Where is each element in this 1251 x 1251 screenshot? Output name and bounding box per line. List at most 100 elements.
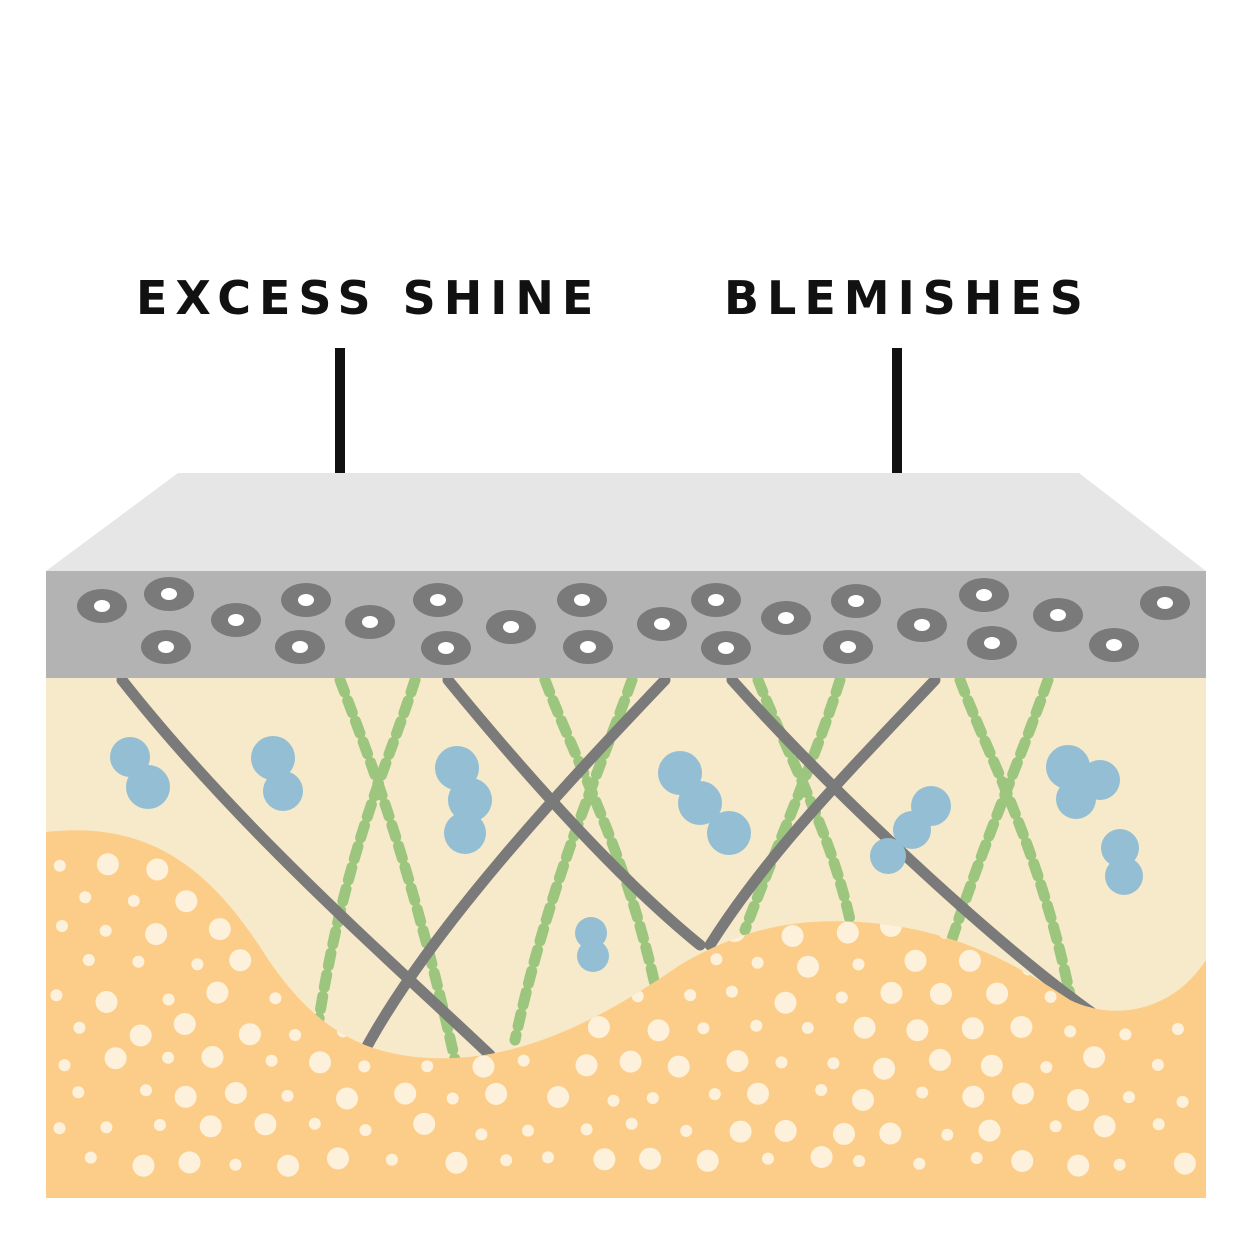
cell-nucleus [778, 612, 794, 624]
cell-nucleus [1106, 639, 1122, 651]
fat-dot [281, 1089, 294, 1102]
fat-dot [104, 1047, 127, 1070]
fat-dot [73, 1021, 86, 1034]
blemish-dot [126, 765, 170, 809]
fat-dot [696, 1149, 719, 1172]
fat-dot [646, 1092, 659, 1105]
fat-dot [750, 1019, 763, 1032]
cell-nucleus [228, 614, 244, 626]
blemish-particles [110, 736, 1143, 972]
fat-dot [929, 982, 952, 1005]
fat-dot [140, 1084, 152, 1097]
fat-dot [542, 1151, 554, 1164]
fat-dot [224, 1082, 247, 1104]
fat-dot [916, 1086, 929, 1099]
fat-dot [178, 1151, 201, 1174]
cell-nucleus [984, 637, 1000, 649]
blemishes-label: BLEMISHES [724, 271, 1091, 325]
fat-dot [191, 958, 204, 971]
cell-nucleus [848, 595, 864, 607]
fat-dot [625, 1117, 638, 1130]
fat-dot [358, 1060, 371, 1073]
fat-dot [607, 1094, 620, 1107]
fat-dot [413, 1112, 436, 1135]
cell-nucleus [161, 588, 177, 600]
fat-dot [906, 1019, 929, 1042]
fat-dot [500, 1154, 513, 1167]
cell-nucleus [158, 641, 174, 653]
fat-dot [145, 923, 168, 946]
fat-dot [238, 1023, 261, 1046]
fat-dot [774, 991, 797, 1014]
fat-dot [336, 1087, 358, 1110]
fat-dot [929, 1048, 951, 1071]
fat-dot [132, 955, 145, 968]
cell-nucleus [580, 641, 596, 653]
fat-dot [50, 989, 63, 1002]
fat-dot [277, 1154, 300, 1177]
fat-dot [708, 1088, 721, 1101]
fat-dot [836, 921, 859, 944]
fat-dot [775, 1056, 788, 1069]
fat-dot [1010, 1016, 1033, 1038]
fat-dot [970, 1152, 983, 1164]
cell-nucleus [94, 600, 110, 612]
fat-dot [1123, 1091, 1135, 1104]
excess-shine-label: EXCESS SHINE [136, 271, 602, 325]
fat-dot [265, 1054, 278, 1067]
fat-dot [127, 894, 140, 907]
fat-dot [96, 853, 119, 876]
fat-dot [587, 1016, 610, 1039]
fat-dot [72, 1086, 85, 1099]
fat-dot [56, 920, 68, 932]
fat-dot [309, 1051, 331, 1074]
fat-dot [1040, 1061, 1053, 1074]
fat-dot [1119, 1028, 1132, 1041]
fat-dot [95, 991, 118, 1013]
fat-dot [941, 1128, 954, 1141]
blemish-dot [1105, 857, 1143, 895]
fat-dot [873, 1057, 896, 1080]
fat-dot [82, 954, 95, 966]
fat-dot [208, 918, 231, 941]
cell-nucleus [1157, 597, 1173, 609]
cell-nucleus [292, 641, 308, 653]
cell-nucleus [1050, 609, 1066, 621]
fat-dot [827, 1057, 840, 1070]
fat-dot [815, 1084, 828, 1096]
fat-dot [485, 1082, 508, 1105]
cell-nucleus [708, 594, 724, 606]
fat-dot [162, 1051, 175, 1064]
fat-dot [801, 1021, 814, 1034]
fat-dot [173, 1013, 196, 1035]
fat-dot [1064, 1025, 1077, 1038]
fat-dot [1113, 1158, 1126, 1171]
fat-dot [639, 1147, 662, 1170]
fat-dot [1171, 1023, 1184, 1035]
fat-dot [100, 1121, 113, 1134]
fat-dot [729, 1120, 752, 1143]
fat-dot [580, 1123, 593, 1136]
excess-shine-pointer [335, 348, 345, 505]
fat-dot [1067, 1089, 1089, 1111]
cell-nucleus [503, 621, 519, 633]
fat-dot [327, 1147, 349, 1170]
blemish-dot [678, 781, 722, 825]
fat-dot [475, 1128, 488, 1141]
fat-dot [593, 1148, 616, 1171]
blemish-dot [707, 811, 751, 855]
cell-nucleus [298, 594, 314, 606]
cell-nucleus [718, 642, 734, 654]
fat-dot [961, 1017, 984, 1040]
fat-dot [810, 1146, 833, 1168]
fat-dot [201, 1046, 224, 1068]
fat-dot [986, 982, 1009, 1005]
fat-dot [199, 1115, 222, 1138]
fat-dot [680, 1124, 693, 1137]
fat-dot [1152, 1118, 1165, 1131]
blemish-dot [577, 940, 609, 972]
fat-dot [619, 1050, 642, 1073]
fat-dot [206, 981, 229, 1004]
fat-dot [1012, 1082, 1034, 1105]
fat-dot [747, 1082, 769, 1105]
